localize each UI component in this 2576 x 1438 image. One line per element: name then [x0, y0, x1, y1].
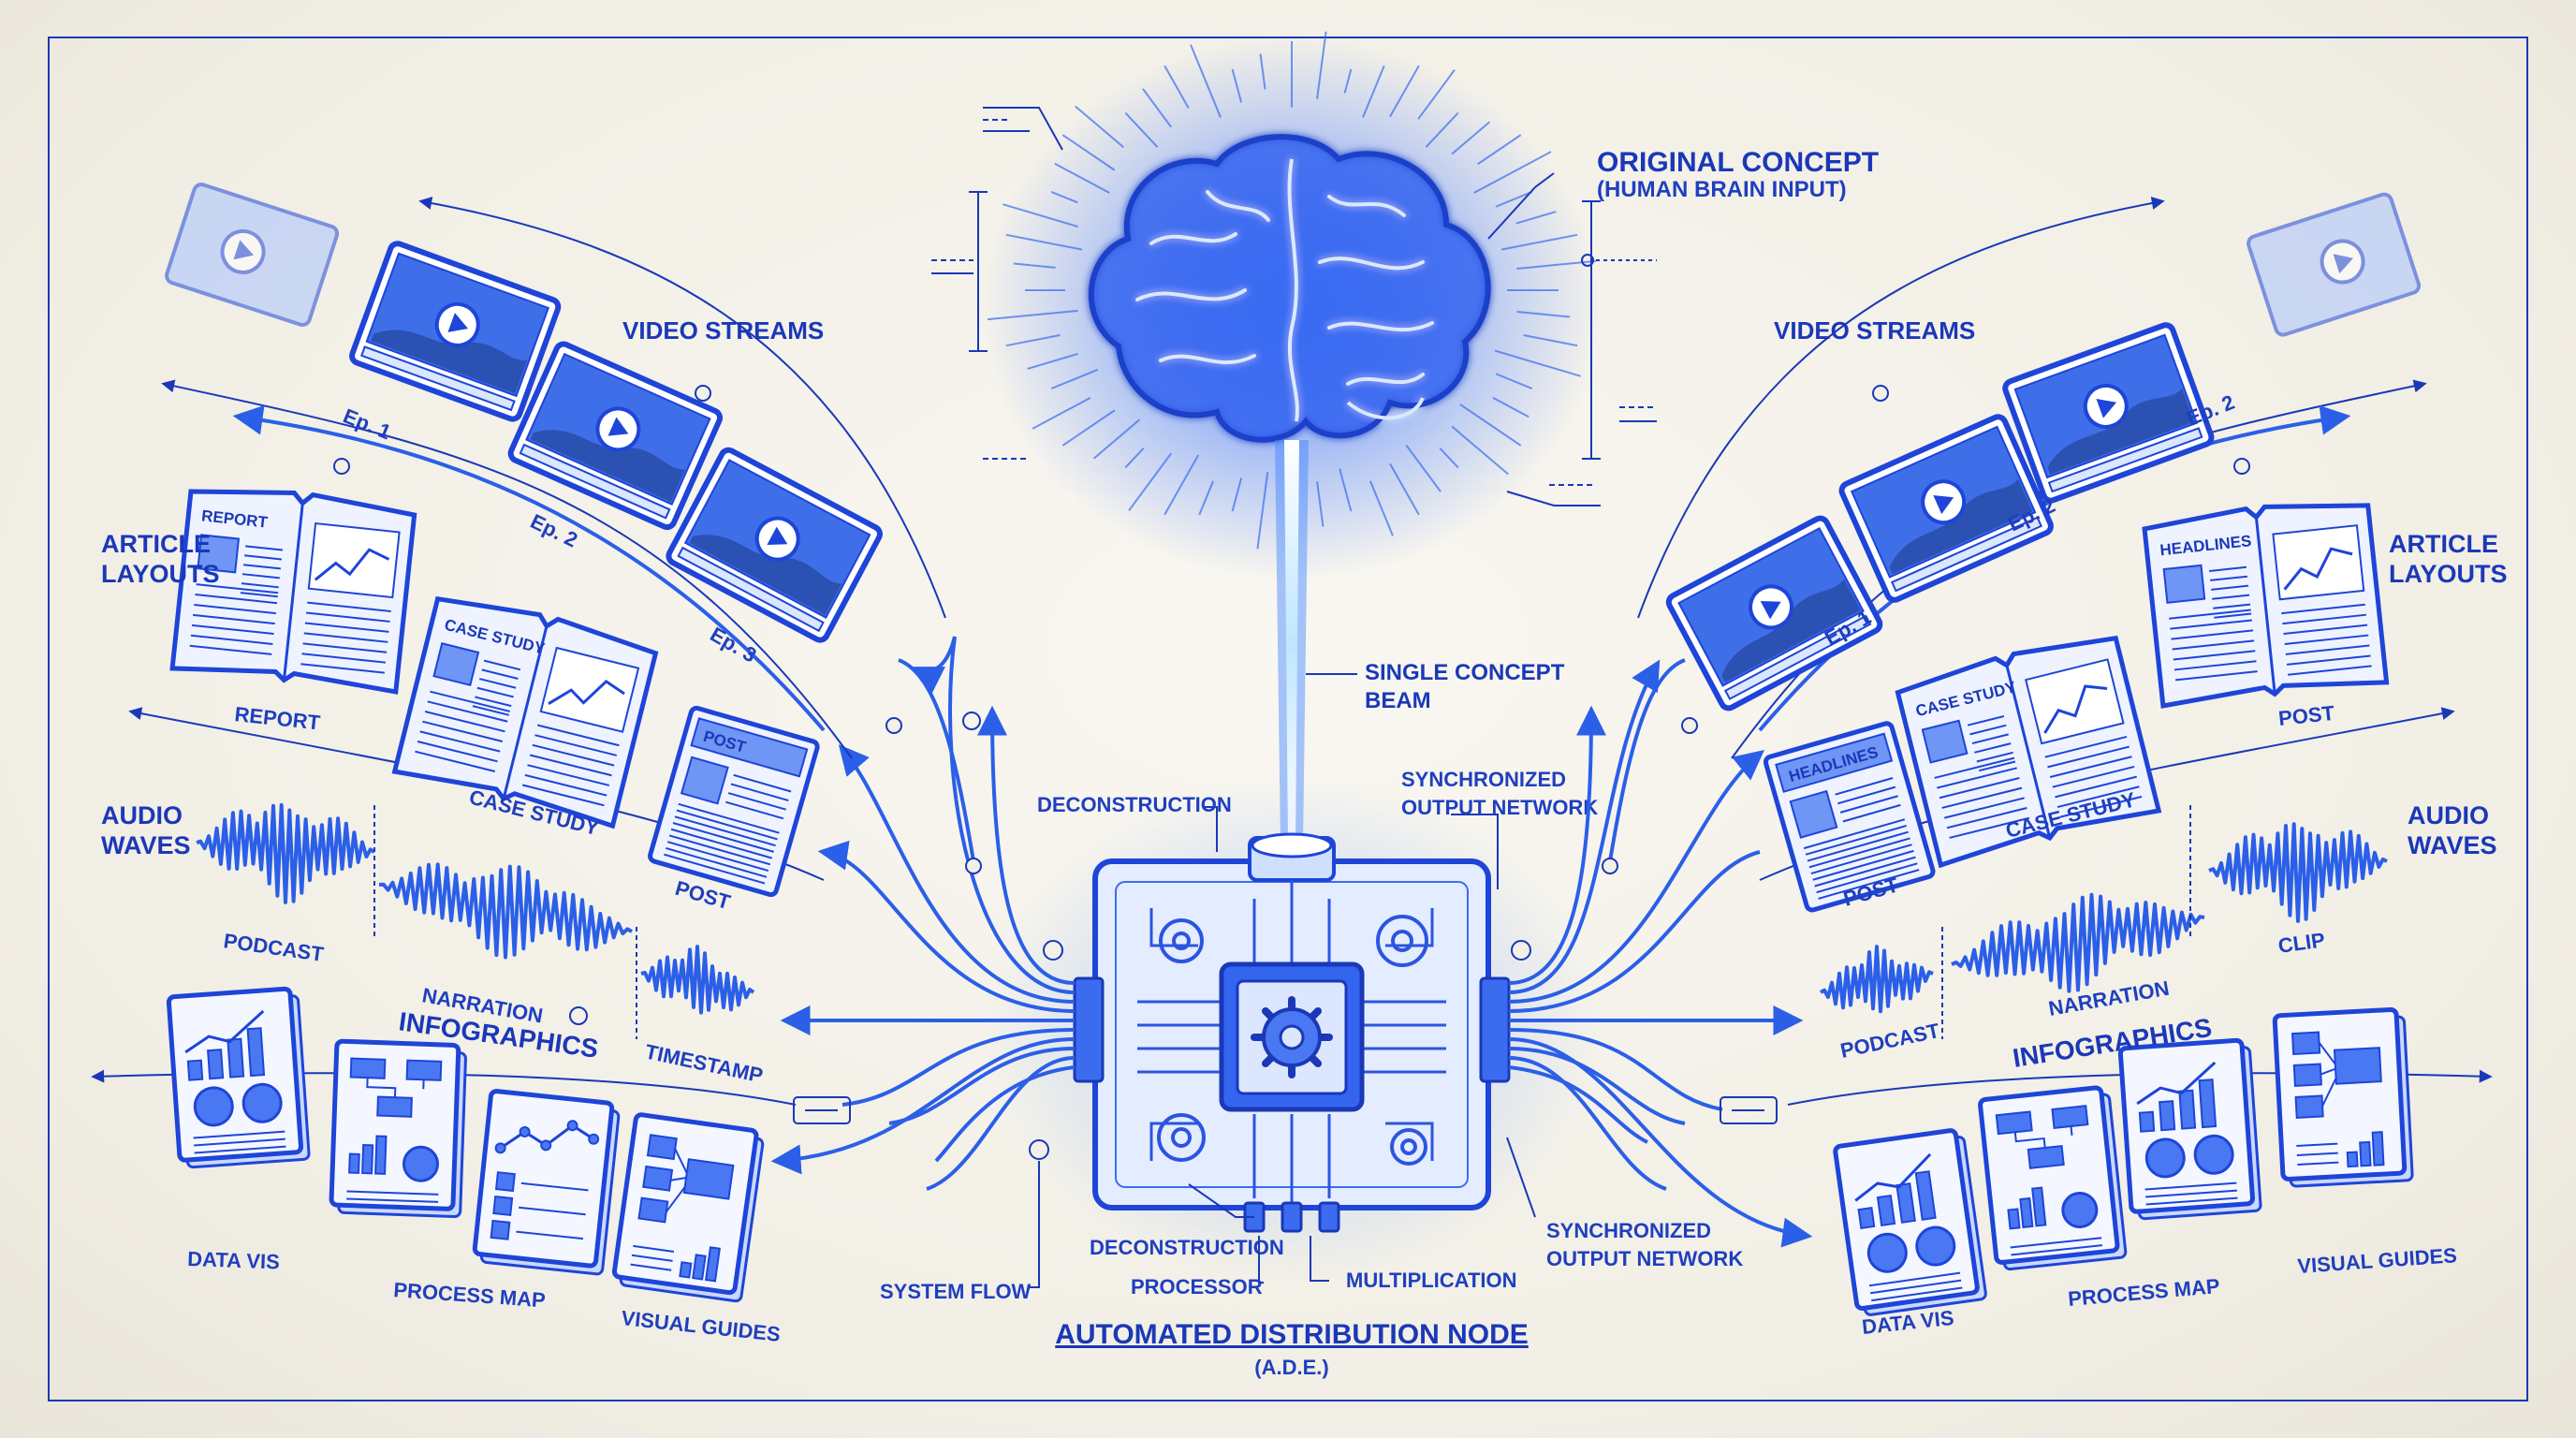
right-audio-title-1: AUDIO: [2408, 801, 2489, 829]
right-info-data-vis-2: [2117, 1037, 2262, 1221]
right-video-card-3: [2002, 322, 2215, 504]
right-waveform-clip: [2208, 822, 2388, 923]
flow-lines: [770, 636, 1813, 1248]
node-markers: [1029, 940, 1531, 1160]
right-article-title-2: LAYOUTS: [2389, 560, 2508, 588]
left-info-process-map: [329, 1038, 467, 1218]
right-video-title: VIDEO STREAMS: [1774, 316, 1975, 345]
right-info-label-process-map: PROCESS MAP: [2067, 1274, 2220, 1311]
concept-beam: [1284, 440, 1299, 847]
left-audio-label-podcast: PODCAST: [222, 929, 326, 966]
right-waveform-podcast: [1820, 945, 1934, 1014]
right-video-card-1: [1665, 515, 1883, 712]
left-info-data-vis: [166, 986, 311, 1169]
accessory-marks: [569, 712, 1778, 1124]
beam-label-1: SINGLE CONCEPT: [1365, 660, 1565, 685]
left-video-card-3: [666, 447, 883, 643]
beam-intake-top: [1251, 832, 1333, 858]
left-episode-label-2: Ep. 2: [527, 509, 581, 552]
right-article-label-post-2: POST: [2277, 701, 2336, 730]
right-article-post-left: HEADLINES: [1763, 721, 1936, 913]
right-waveform-narration: [1951, 892, 2205, 993]
left-connector: [1073, 976, 1105, 1083]
right-audio-label-podcast: PODCAST: [1838, 1019, 1942, 1063]
left-video-card-2: [507, 341, 724, 531]
right-video-card-faded: [2247, 192, 2422, 337]
right-video-card-2: [1838, 414, 2054, 603]
dimension-marks: [931, 107, 1657, 506]
right-article-headlines: HEADLINES: [2142, 503, 2390, 709]
right-video-streams: Ep. 1Ep. 2Ep. 2: [1665, 192, 2422, 712]
circuit-traces: [1137, 880, 1446, 1217]
left-article-post: POST: [648, 705, 820, 898]
left-video-title: VIDEO STREAMS: [622, 316, 824, 345]
right-audio-label-narration: NARRATION: [2047, 976, 2172, 1020]
right-connector: [1479, 976, 1511, 1083]
processor-label: PROCESSOR: [1131, 1275, 1263, 1299]
right-info-visual-guides: [2272, 1007, 2414, 1188]
left-video-card-1: [349, 241, 562, 422]
beam-label-2: BEAM: [1365, 688, 1431, 713]
left-waveform-timestamp: [640, 945, 755, 1015]
right-info-data-vis: [1833, 1128, 1987, 1316]
sync-top-label-1: SYNCHRONIZED: [1401, 768, 1566, 791]
node-leaders: [1030, 806, 1536, 1288]
left-article-title-2: LAYOUTS: [101, 560, 220, 588]
left-info-label-data-vis: DATA VIS: [187, 1247, 280, 1273]
left-info-label-process-map: PROCESS MAP: [393, 1278, 547, 1312]
sync-bottom-label-1: SYNCHRONIZED: [1546, 1219, 1711, 1242]
deconstruction-top-label: DECONSTRUCTION: [1037, 793, 1232, 816]
brain-icon: [1088, 134, 1491, 443]
left-article-title-1: ARTICLE: [101, 530, 211, 558]
system-flow-label: SYSTEM FLOW: [880, 1280, 1032, 1303]
left-info-trend: [472, 1089, 621, 1276]
left-video-card-faded: [165, 183, 340, 327]
node-abbr: (A.D.E.): [1254, 1356, 1328, 1379]
deconstruction-label: DECONSTRUCTION: [1090, 1236, 1284, 1259]
left-audio-title-1: AUDIO: [101, 801, 183, 829]
left-waveform-narration: [378, 862, 633, 960]
small-gears: [1157, 915, 1428, 1166]
original-concept-subtitle: (HUMAN BRAIN INPUT): [1597, 177, 1847, 202]
right-article-title-1: ARTICLE: [2389, 530, 2498, 558]
right-audio-label-clip: CLIP: [2276, 928, 2326, 958]
left-audio-title-2: WAVES: [101, 831, 191, 859]
left-article-case-study: CASE STUDY: [391, 595, 659, 829]
left-audio-label-timestamp: TIMESTAMP: [643, 1039, 765, 1087]
original-concept-title: ORIGINAL CONCEPT: [1597, 147, 1879, 178]
arc-markers: [333, 385, 2250, 874]
distribution-node: [983, 777, 1601, 1283]
frame-border: [48, 37, 2528, 1401]
node-title: AUTOMATED DISTRIBUTION NODE: [1055, 1319, 1529, 1350]
left-article-label-report: REPORT: [233, 702, 321, 735]
brain-rays: [987, 31, 1597, 550]
sync-top-label-2: OUTPUT NETWORK: [1401, 796, 1598, 819]
right-info-label-visual-guides: VISUAL GUIDES: [2297, 1243, 2458, 1278]
left-info-visual-guides: [611, 1112, 765, 1303]
left-episode-label-3: Ep. 3: [707, 623, 761, 668]
left-article-report: REPORT: [169, 489, 417, 695]
right-audio-title-2: WAVES: [2408, 831, 2497, 859]
gear-icon: [1251, 996, 1333, 1078]
sync-bottom-label-2: OUTPUT NETWORK: [1546, 1247, 1743, 1270]
right-article-case-study: CASE STUDY: [1895, 635, 2162, 869]
multiplication-label: MULTIPLICATION: [1346, 1269, 1517, 1292]
right-info-process-map: [1978, 1085, 2128, 1271]
bottom-pins: [1243, 1201, 1340, 1233]
left-info-label-visual-guides: VISUAL GUIDES: [620, 1306, 781, 1346]
left-waveform-podcast: [196, 802, 376, 904]
brain-group: [931, 31, 1657, 847]
